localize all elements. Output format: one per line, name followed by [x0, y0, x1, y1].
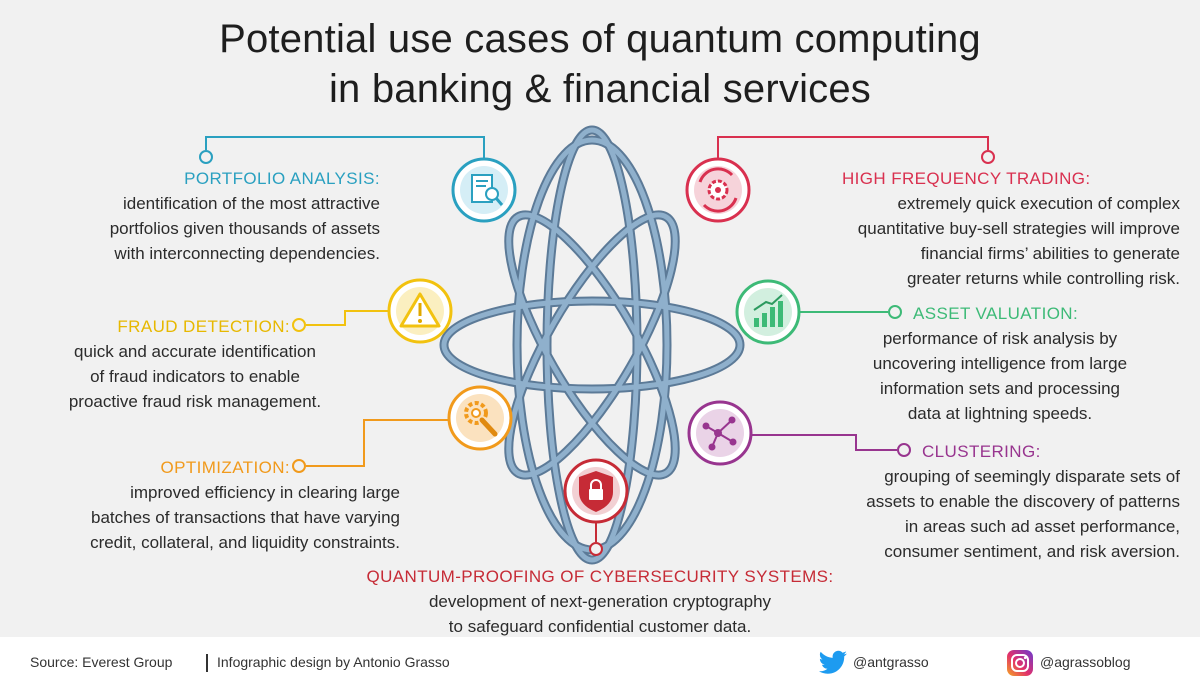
- portfolio-analysis-block: PORTFOLIO ANALYSIS: identification of th…: [110, 166, 380, 266]
- optimization-description: improved efficiency in clearing large ba…: [90, 480, 400, 555]
- title-line-1: Potential use cases of quantum computing: [219, 17, 981, 61]
- asset-valuation-line: performance of risk analysis by: [882, 329, 1118, 348]
- fraud-detection-heading: FRAUD DETECTION:: [117, 317, 290, 336]
- portfolio-analysis-line: with interconnecting dependencies.: [114, 244, 380, 263]
- source-credit: Source: Everest Group: [30, 654, 173, 670]
- high-frequency-trading-line: greater returns while controlling risk.: [906, 269, 1180, 288]
- optimization-line: credit, collateral, and liquidity constr…: [90, 533, 400, 552]
- portfolio-analysis-heading: PORTFOLIO ANALYSIS:: [184, 169, 380, 188]
- atom-diagram: [199, 125, 995, 565]
- asset-valuation-line: uncovering intelligence from large: [872, 354, 1128, 373]
- portfolio-analysis-line: identification of the most attractive: [122, 194, 380, 213]
- instagram-handle[interactable]: @agrassoblog: [1040, 654, 1131, 670]
- title-line-2: in banking & financial services: [328, 67, 872, 111]
- network-nodes-icon: [687, 400, 753, 466]
- asset-valuation-description: performance of risk analysis by uncoveri…: [830, 326, 1170, 426]
- asset-valuation-line: data at lightning speeds.: [907, 404, 1093, 423]
- connector-hft: [717, 136, 995, 164]
- optimization-line: improved efficiency in clearing large: [130, 483, 400, 502]
- clustering-line: consumer sentiment, and risk aversion.: [884, 542, 1180, 561]
- twitter-handle[interactable]: @antgrasso: [853, 654, 929, 670]
- portfolio-analysis-line: portfolios given thousands of assets: [109, 219, 380, 238]
- clustering-heading: CLUSTERING:: [922, 442, 1041, 461]
- fraud-detection-block: FRAUD DETECTION:: [117, 314, 290, 339]
- connector-fraud: [292, 310, 388, 332]
- high-frequency-trading-heading: HIGH FREQUENCY TRADING:: [842, 169, 1091, 188]
- footer: Source: Everest Group Infographic design…: [0, 637, 1200, 687]
- connector-asset: [800, 305, 902, 319]
- high-frequency-trading-line: extremely quick execution of complex: [897, 194, 1180, 213]
- high-frequency-trading-description: extremely quick execution of complex qua…: [858, 191, 1180, 291]
- fraud-detection-line: of fraud indicators to enable: [90, 367, 300, 386]
- quantum-proofing-block: QUANTUM-PROOFING OF CYBERSECURITY SYSTEM…: [300, 564, 900, 639]
- atom-orbits: [439, 125, 745, 565]
- quantum-proofing-line: to safeguard confidential customer data.: [448, 617, 752, 636]
- optimization-heading: OPTIMIZATION:: [160, 458, 290, 477]
- footer-separator: [206, 654, 208, 672]
- quantum-proofing-heading: QUANTUM-PROOFING OF CYBERSECURITY SYSTEM…: [366, 567, 834, 586]
- twitter-bird-icon: [818, 650, 847, 674]
- design-credit: Infographic design by Antonio Grasso: [217, 654, 450, 670]
- warning-triangle-icon: [387, 278, 453, 344]
- high-frequency-trading-line: financial firms’ abilities to generate: [920, 244, 1180, 263]
- connector-portfolio: [199, 136, 485, 164]
- connector-optimization: [292, 419, 449, 473]
- clustering-description: grouping of seemingly disparate sets of …: [866, 464, 1180, 564]
- clustering-line: assets to enable the discovery of patter…: [866, 492, 1180, 511]
- clustering-block: CLUSTERING:: [922, 439, 1041, 464]
- clustering-line: in areas such ad asset performance,: [905, 517, 1180, 536]
- high-frequency-trading-line: quantitative buy-sell strategies will im…: [857, 219, 1180, 238]
- clustering-line: grouping of seemingly disparate sets of: [884, 467, 1180, 486]
- connector-quantum: [589, 522, 603, 556]
- bar-chart-growth-icon: [735, 279, 801, 345]
- asset-valuation-line: information sets and processing: [879, 379, 1121, 398]
- optimization-block: OPTIMIZATION:: [160, 455, 290, 480]
- fraud-detection-line: quick and accurate identification: [74, 342, 316, 361]
- asset-valuation-heading: ASSET VALUATION:: [913, 304, 1079, 323]
- page-title: Potential use cases of quantum computing…: [0, 14, 1200, 114]
- fraud-detection-description: quick and accurate identification of fra…: [20, 339, 370, 414]
- quantum-proofing-line: development of next-generation cryptogra…: [428, 592, 772, 611]
- asset-valuation-block: ASSET VALUATION:: [913, 301, 1078, 326]
- optimization-line: batches of transactions that have varyin…: [90, 508, 400, 527]
- instagram-icon: [1007, 650, 1033, 676]
- connector-clustering: [752, 434, 911, 457]
- document-magnifier-icon: [451, 157, 517, 223]
- gear-wrench-icon: [447, 385, 513, 451]
- high-frequency-trading-block: HIGH FREQUENCY TRADING:: [842, 166, 1091, 191]
- fraud-detection-line: proactive fraud risk management.: [68, 392, 322, 411]
- gear-cycle-icon: [685, 157, 751, 223]
- shield-lock-icon: [563, 458, 629, 524]
